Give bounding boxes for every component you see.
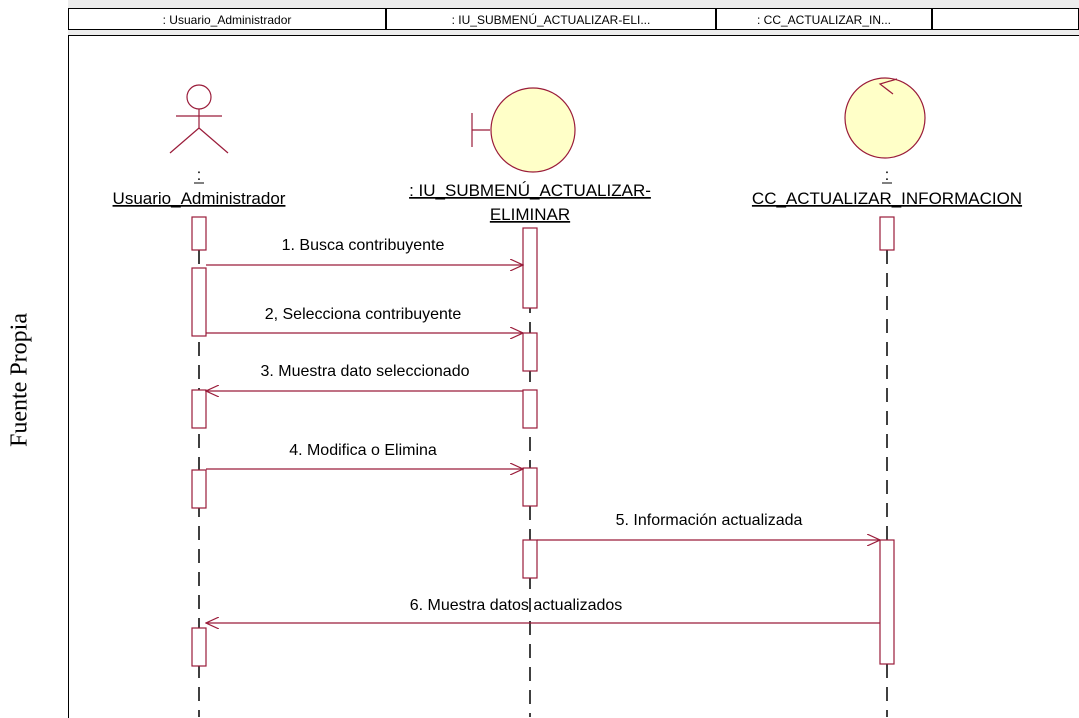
tab-cc-actualizar[interactable]: : CC_ACTUALIZAR_IN... — [716, 8, 932, 30]
message-6-label: 6. Muestra datos actualizados — [410, 597, 623, 614]
actor-1-name[interactable]: Usuario_Administrador — [113, 189, 286, 208]
activation-bar-usuario-1 — [191, 216, 207, 251]
activation-bar-iu-5 — [522, 539, 538, 579]
activation-bar-iu-3 — [522, 389, 538, 429]
activation-bar-iu-2 — [522, 332, 538, 372]
activation-bar-cc-2 — [879, 539, 895, 665]
boundary-icon — [471, 87, 576, 173]
activation-bar-usuario-4 — [191, 469, 207, 509]
activation-bar-iu-1 — [522, 227, 538, 309]
activation-bar-cc-1 — [879, 216, 895, 251]
actor-3-name[interactable]: CC_ACTUALIZAR_INFORMACION — [752, 189, 1022, 208]
actor-2-name-line2[interactable]: ELIMINAR — [490, 205, 570, 224]
activation-bar-usuario-2 — [191, 267, 207, 337]
actor-stick-figure-icon — [169, 84, 229, 154]
control-icon — [844, 77, 926, 159]
lifeline-header-bar: : Usuario_Administrador : IU_SUBMENÚ_ACT… — [68, 0, 1079, 36]
message-1-label: 1. Busca contribuyente — [282, 237, 445, 254]
activation-bar-usuario-5 — [191, 627, 207, 667]
actor-2-name-line1[interactable]: : IU_SUBMENÚ_ACTUALIZAR- — [409, 181, 651, 200]
tab-iu-submenu[interactable]: : IU_SUBMENÚ_ACTUALIZAR-ELI... — [386, 8, 716, 30]
message-3-label: 3. Muestra dato seleccionado — [260, 363, 469, 380]
message-2-label: 2, Selecciona contribuyente — [265, 306, 462, 323]
actor-3-colon: : — [885, 167, 889, 184]
message-5-label: 5. Información actualizada — [616, 512, 803, 529]
activation-bar-iu-4 — [522, 467, 538, 507]
message-4-label: 4. Modifica o Elimina — [289, 442, 437, 459]
tab-usuario-administrador[interactable]: : Usuario_Administrador — [68, 8, 386, 30]
actor-1-colon: : — [197, 167, 201, 184]
activation-bar-usuario-3 — [191, 389, 207, 429]
